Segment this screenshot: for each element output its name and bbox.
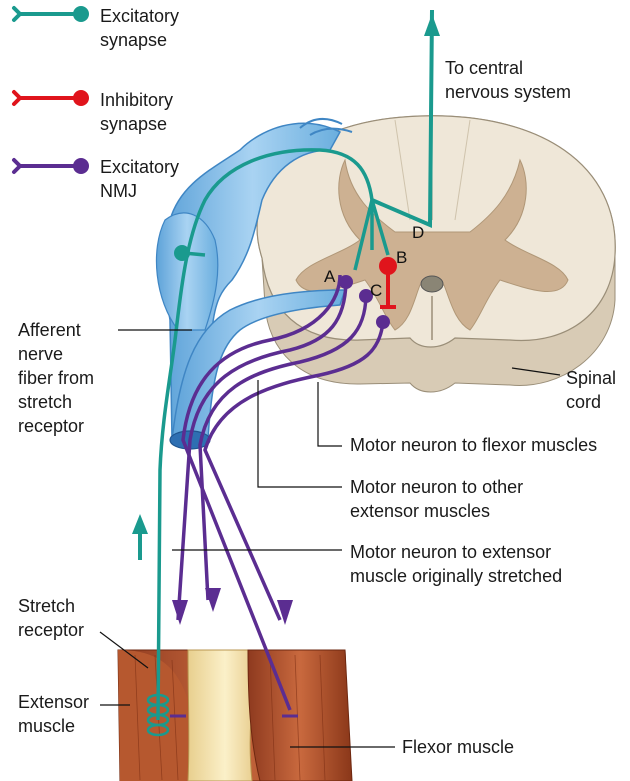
- motor-other-extensor-label: Motor neuron to other extensor muscles: [350, 475, 523, 523]
- to-cns-label: To central nervous system: [445, 56, 571, 104]
- afferent-cell-body: [174, 245, 190, 261]
- point-label-c: C: [370, 281, 382, 300]
- spinal-cord-cross-section: [257, 116, 615, 392]
- legend-excitatory-synapse-label: Excitatory synapse: [100, 4, 179, 52]
- flexor-muscle-label: Flexor muscle: [402, 735, 514, 759]
- stretch-receptor-label: Stretch receptor: [18, 594, 84, 642]
- flexor-muscle-body: [248, 650, 352, 781]
- inhibitory-synapse-legend-icon: [14, 90, 89, 106]
- point-label-b: B: [396, 248, 407, 267]
- excitatory-synapse-legend-icon: [14, 6, 89, 22]
- legend-excitatory-nmj-label: Excitatory NMJ: [100, 155, 179, 203]
- point-label-a: A: [324, 267, 336, 286]
- afferent-fiber-label: Afferent nerve fiber from stretch recept…: [18, 318, 94, 438]
- up-arrow-afferent-icon: [132, 514, 148, 560]
- legend: [14, 6, 89, 174]
- excitatory-nmj-legend-icon: [14, 158, 89, 174]
- extensor-muscle-label: Extensor muscle: [18, 690, 89, 738]
- up-arrow-cns-icon: [424, 14, 440, 36]
- motor-flexor-label: Motor neuron to flexor muscles: [350, 433, 597, 457]
- point-label-d: D: [412, 223, 424, 242]
- motor-extensor-label: Motor neuron to extensor muscle original…: [350, 540, 562, 588]
- spinal-cord-label: Spinal cord: [566, 366, 616, 414]
- legend-inhibitory-synapse-label: Inhibitory synapse: [100, 88, 173, 136]
